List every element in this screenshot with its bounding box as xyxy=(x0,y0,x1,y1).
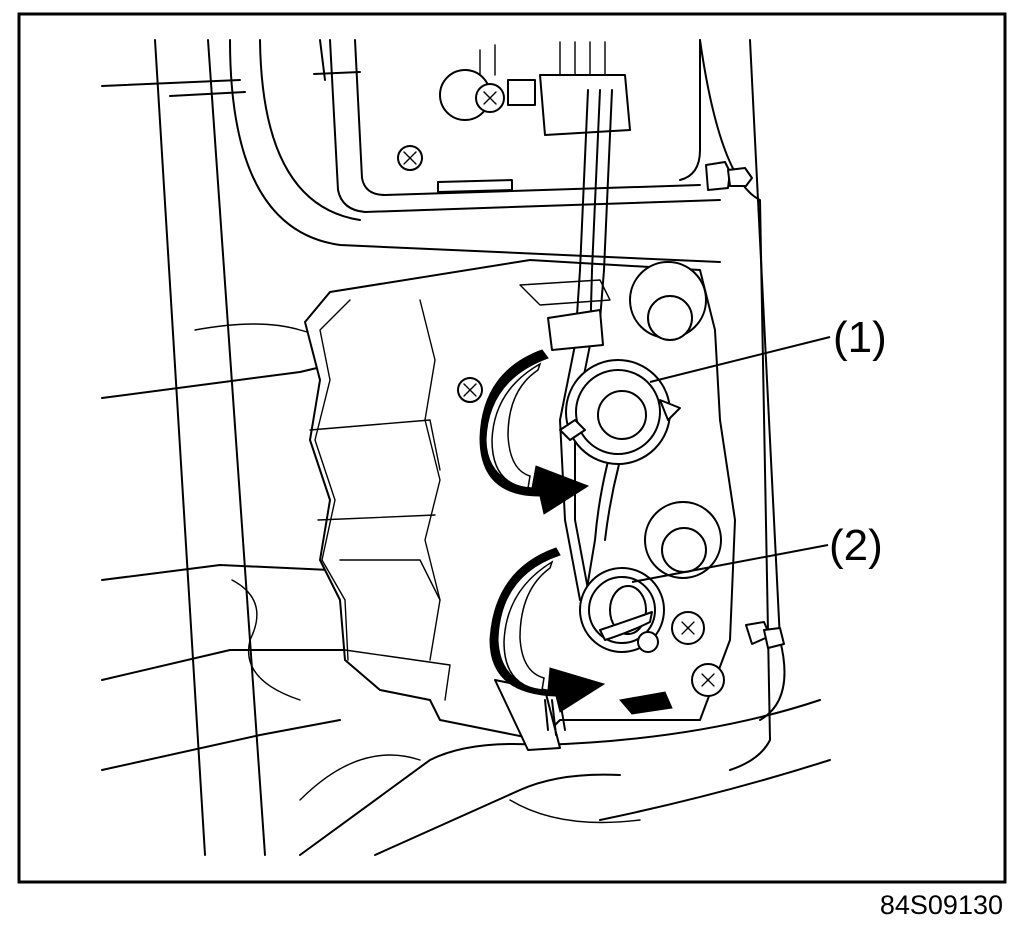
upper-lamp-housing xyxy=(329,39,721,213)
stud-bolts xyxy=(705,161,785,649)
wire-harness xyxy=(544,89,633,736)
leader-line-1 xyxy=(649,336,831,383)
figure-frame xyxy=(17,12,1007,884)
rotate-arrow-2 xyxy=(489,547,606,713)
leader-line-2 xyxy=(631,544,829,583)
bulb-socket-2 xyxy=(579,567,665,653)
bulb-socket-1 xyxy=(559,359,681,465)
figure-id: 84S09130 xyxy=(880,890,1003,920)
rotate-arrow-1 xyxy=(479,349,590,515)
callout-label-1: (1) xyxy=(833,313,887,362)
callout-label-2: (2) xyxy=(829,521,883,570)
